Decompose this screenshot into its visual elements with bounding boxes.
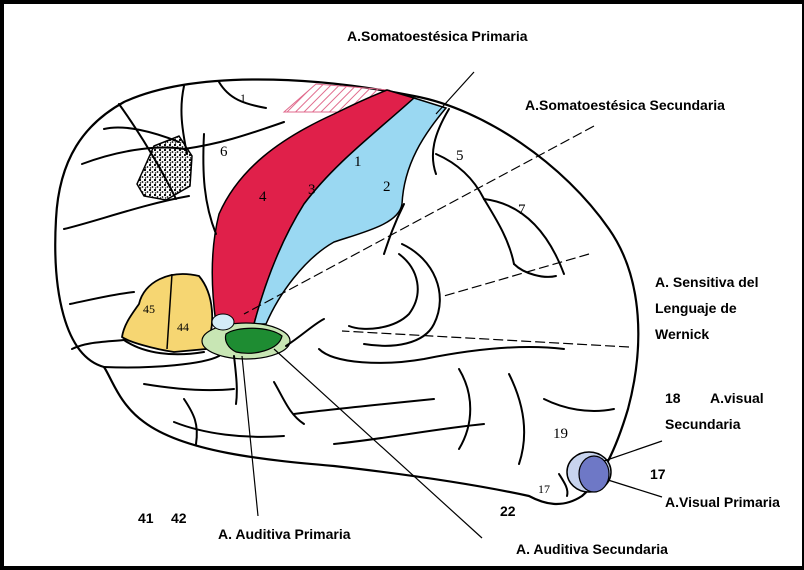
- label-somatoestesica-secundaria: A.Somatoestésica Secundaria: [525, 97, 725, 113]
- area-number-2: 2: [383, 179, 391, 196]
- area-number-1: 1: [354, 154, 362, 171]
- label-area-42: 42: [171, 510, 187, 526]
- label-area-41: 41: [138, 510, 154, 526]
- label-auditiva-primaria: A. Auditiva Primaria: [218, 526, 351, 542]
- label-area-17: 17: [650, 466, 666, 482]
- label-sensitiva-line1: A. Sensitiva del: [655, 274, 758, 290]
- label-visual-primaria: A.Visual Primaria: [665, 494, 780, 510]
- label-sensitiva-line2: Lenguaje de: [655, 300, 737, 316]
- label-visual-secundaria-b: Secundaria: [665, 416, 740, 432]
- area-number-1-top: 1: [240, 91, 246, 106]
- area-number-44: 44: [177, 320, 189, 335]
- label-area-22: 22: [500, 503, 516, 519]
- area-number-7: 7: [518, 202, 526, 219]
- label-visual-secundaria-a: A.visual: [710, 390, 764, 406]
- area-number-3: 3: [308, 182, 316, 199]
- area-number-6: 6: [220, 144, 228, 161]
- area-number-45: 45: [143, 302, 155, 317]
- label-auditiva-secundaria: A. Auditiva Secundaria: [516, 541, 668, 557]
- area-number-5: 5: [456, 148, 464, 165]
- auditory-small-area: [212, 314, 234, 330]
- label-area-18: 18: [665, 390, 681, 406]
- area-number-19: 19: [553, 426, 568, 443]
- area-number-4: 4: [259, 189, 267, 206]
- label-sensitiva-line3: Wernick: [655, 326, 709, 342]
- area-number-17-small: 17: [538, 482, 550, 497]
- label-somatoestesica-primaria: A.Somatoestésica Primaria: [347, 28, 528, 44]
